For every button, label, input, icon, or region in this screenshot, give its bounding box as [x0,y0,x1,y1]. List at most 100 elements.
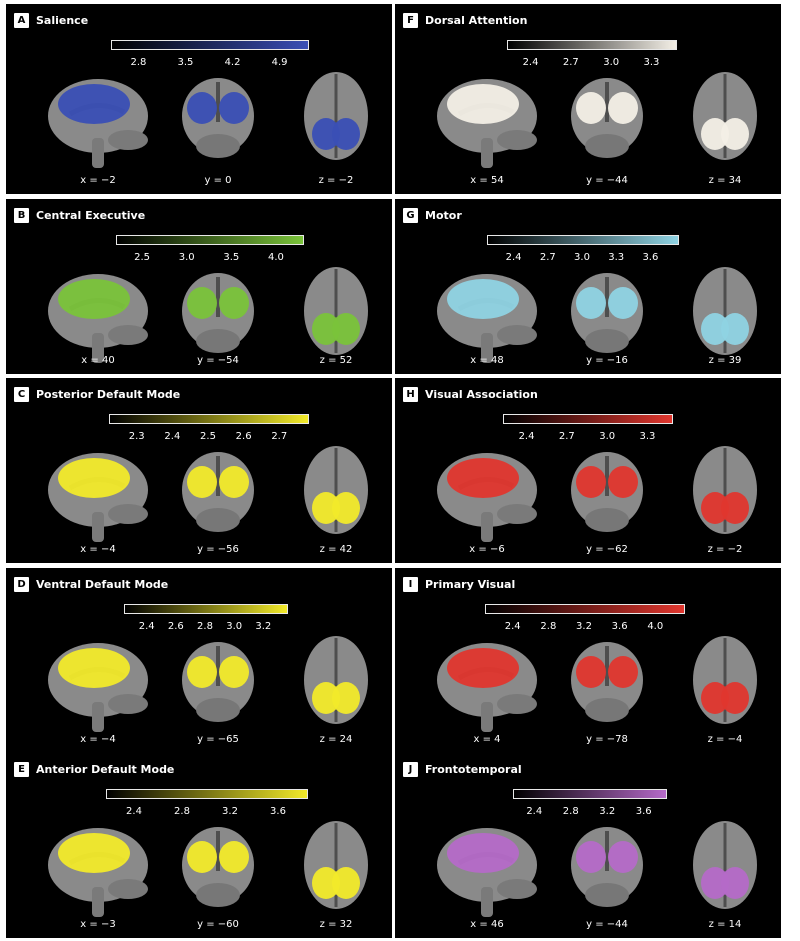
colorbar-tick-label: 3.0 [603,57,620,68]
activation-blob [701,313,729,345]
colorbar-tick-label: 2.7 [558,431,575,442]
panel-title: Ventral Default Mode [36,578,169,591]
colorbar-tick-label: 2.4 [505,252,522,263]
slice-coordinate-label: x = −6 [469,544,505,555]
colorbar-tick-label: 2.4 [518,431,535,442]
colorbar-tick-label: 2.4 [138,621,155,632]
panel-title: Motor [425,209,462,222]
slice-coordinate-label: y = −65 [197,734,239,745]
colorbar-tick-label: 4.9 [271,57,288,68]
activation-blob [447,458,519,498]
colorbar-tick-label: 4.2 [224,57,241,68]
activation-blob [332,313,360,345]
colorbar-tick-label: 2.6 [167,621,184,632]
colorbar-tick-label: 3.2 [222,806,238,817]
colorbar [487,235,679,245]
sagittal-slice [48,453,148,542]
activation-blob [721,313,749,345]
slice-coordinate-label: z = −4 [707,734,743,745]
activation-blob [219,287,249,319]
activation-blob [576,841,606,873]
colorbar-tick-label: 2.3 [128,431,145,442]
coronal-slice [571,827,643,907]
axial-slice [304,72,368,160]
coronal-slice [571,642,643,722]
activation-blob [187,92,217,124]
activation-blob [219,841,249,873]
panel-letter: J [403,762,418,777]
slice-coordinate-label: x = −4 [80,734,116,745]
axial-slice [693,821,757,909]
colorbar-tick-label: 2.7 [562,57,579,68]
colorbar-tick-label: 2.4 [526,806,543,817]
axial-slice [693,267,757,355]
slice-coordinate-label: y = −60 [197,919,239,930]
activation-blob [219,466,249,498]
slice-coordinate-label: y = 0 [204,175,232,186]
panel-letter: F [403,13,418,28]
slice-coordinate-label: y = −78 [586,734,628,745]
brain-slices [437,821,757,917]
panel-letter: B [14,208,29,223]
slice-coordinate-label: y = −16 [586,355,628,366]
axial-slice [304,446,368,534]
colorbar-tick-label: 2.6 [235,431,252,442]
activation-blob [187,656,217,688]
panel-letter: D [14,577,29,592]
brain-slices [437,446,757,542]
sagittal-slice [48,643,148,732]
colorbar-tick-label: 2.8 [540,621,557,632]
activation-blob [701,118,729,150]
panel-title: Frontotemporal [425,763,522,776]
sagittal-slice [48,79,148,168]
slice-coordinate-label: z = 34 [708,175,742,186]
panel-letter: A [14,13,29,28]
activation-blob [58,458,130,498]
axial-slice [693,636,757,724]
slice-coordinate-label: y = −44 [586,175,628,186]
panel-header: F Dorsal Attention [403,13,527,28]
colorbar-tick-label: 3.0 [226,621,243,632]
activation-blob [187,466,217,498]
slice-coordinate-label: x = −2 [80,175,116,186]
colorbar-tick-label: 2.8 [562,806,579,817]
activation-blob [219,92,249,124]
colorbar-tick-label: 4.0 [268,252,284,263]
activation-blob [701,867,729,899]
colorbar-tick-label: 2.4 [522,57,539,68]
slice-coordinate-label: y = −44 [586,919,628,930]
activation-blob [332,867,360,899]
slice-coordinate-label: z = 42 [319,544,353,555]
activation-blob [312,118,340,150]
activation-blob [608,656,638,688]
panel-letter: C [14,387,29,402]
activation-blob [608,287,638,319]
panel-letter: G [403,208,418,223]
colorbar-tick-label: 3.2 [255,621,272,632]
slice-coordinate-label: z = −2 [318,175,354,186]
colorbar-tick-label: 3.5 [177,57,194,68]
axial-slice [304,267,368,355]
colorbar-tick-label: 3.0 [178,252,195,263]
activation-blob [721,682,749,714]
brain-slices [48,636,368,732]
panel-title: Anterior Default Mode [36,763,175,776]
activation-blob [447,84,519,124]
sagittal-slice [437,274,537,363]
colorbar-tick-label: 3.3 [643,57,660,68]
axial-slice [693,446,757,534]
panel-header: G Motor [403,208,462,223]
activation-blob [187,287,217,319]
panel-title: Dorsal Attention [425,14,528,27]
